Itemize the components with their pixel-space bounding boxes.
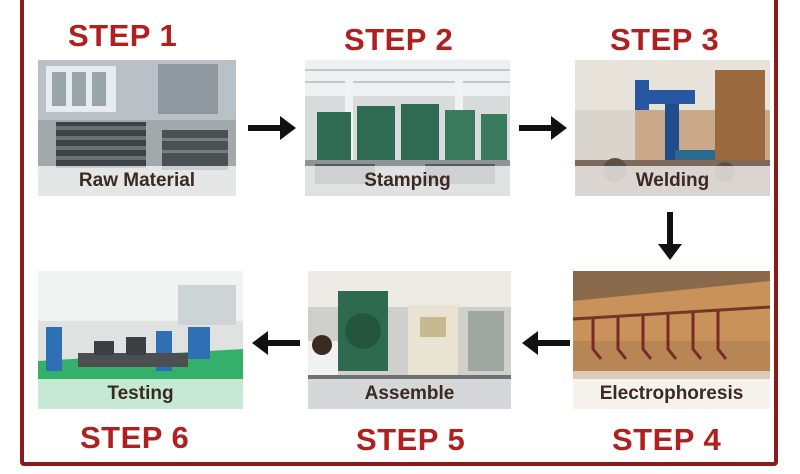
stamping-label: Stamping [364,170,451,191]
assemble-label: Assemble [364,383,455,404]
welding-label: Welding [635,170,710,191]
arrow-right-icon [519,116,567,140]
red-frame-border [20,0,778,466]
arrow-down-icon [658,212,682,260]
caption-band [308,379,511,409]
caption-band [305,166,510,196]
electrophoresis-label: Electrophoresis [599,383,744,404]
arrow-right-icon [248,116,296,140]
electrophoresis-photo: Electrophoresis [573,271,770,409]
testing-photo: Testing [38,271,243,409]
step-5-title: STEP 5 [356,422,466,457]
caption-band [573,379,770,409]
caption-band [38,379,243,409]
assemble-photo: Assemble [308,271,511,409]
caption-band [38,166,236,196]
step-6-title: STEP 6 [80,420,190,455]
arrow-left-icon [252,331,300,355]
step-3-title: STEP 3 [610,22,720,57]
step-4-title: STEP 4 [612,422,722,457]
step-2-title: STEP 2 [344,22,454,57]
step-1-title: STEP 1 [68,18,178,53]
arrow-left-icon [522,331,570,355]
testing-label: Testing [107,383,174,404]
stamping-photo: Stamping [305,60,510,196]
caption-band [575,166,770,196]
raw-material-photo: Raw Material [38,60,236,196]
welding-photo: Welding [575,60,770,196]
raw-material-label: Raw Material [78,170,196,191]
